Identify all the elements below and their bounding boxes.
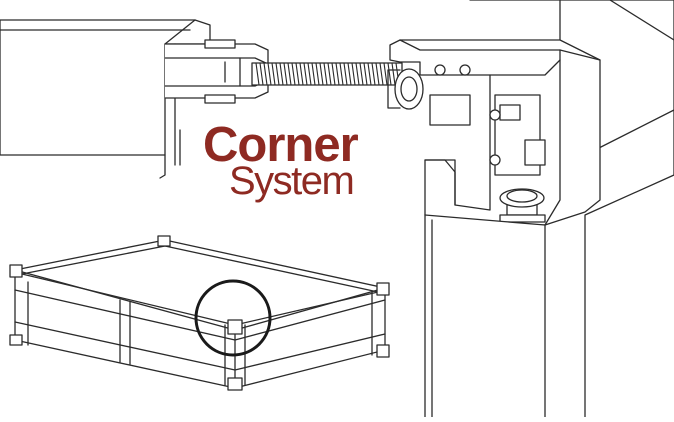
thread-ridge [299, 62, 304, 86]
thread-ridge [371, 62, 376, 86]
bolt-head [387, 68, 424, 110]
thread-ridge [347, 62, 352, 86]
enclosure-box [9, 235, 390, 391]
thread-ridge [383, 62, 388, 86]
thread-ridge [315, 62, 320, 86]
thread-ridge [311, 62, 316, 86]
thread-ridge [339, 62, 344, 86]
thread-ridge [335, 62, 340, 86]
thread-ridge [391, 62, 396, 86]
thread-ridge [267, 62, 272, 86]
thread-ridge [279, 62, 284, 86]
thread-ridge [263, 62, 268, 86]
thread-ridge [343, 62, 348, 86]
thread-ridge [303, 62, 308, 86]
thread-ridge [331, 62, 336, 86]
thread-ridge [379, 62, 384, 86]
thread-ridge [283, 62, 288, 86]
thread-ridge [295, 62, 300, 86]
thread-ridge [327, 62, 332, 86]
thread-ridge [275, 62, 280, 86]
thread-ridge [363, 62, 368, 86]
bolt-thread [255, 62, 400, 86]
thread-ridge [319, 62, 324, 86]
thread-ridge [375, 62, 380, 86]
thread-ridge [359, 62, 364, 86]
thread-ridge [323, 62, 328, 86]
title-line-1: Corner [203, 118, 359, 172]
thread-ridge [291, 62, 296, 86]
thread-ridge [259, 62, 264, 86]
corner-highlight-circle [194, 279, 272, 357]
thread-ridge [367, 62, 372, 86]
thread-ridge [307, 62, 312, 86]
thread-ridge [287, 62, 292, 86]
rail-connector [164, 39, 269, 104]
thread-ridge [255, 62, 260, 86]
thread-ridge [351, 62, 356, 86]
title-line-2: System [229, 159, 355, 203]
vertical-profile [424, 159, 546, 418]
corner-casting [389, 39, 601, 226]
thread-ridge [355, 62, 360, 86]
thread-ridge [271, 62, 276, 86]
lower-bolt [499, 188, 546, 223]
thread-ridge [387, 62, 392, 86]
